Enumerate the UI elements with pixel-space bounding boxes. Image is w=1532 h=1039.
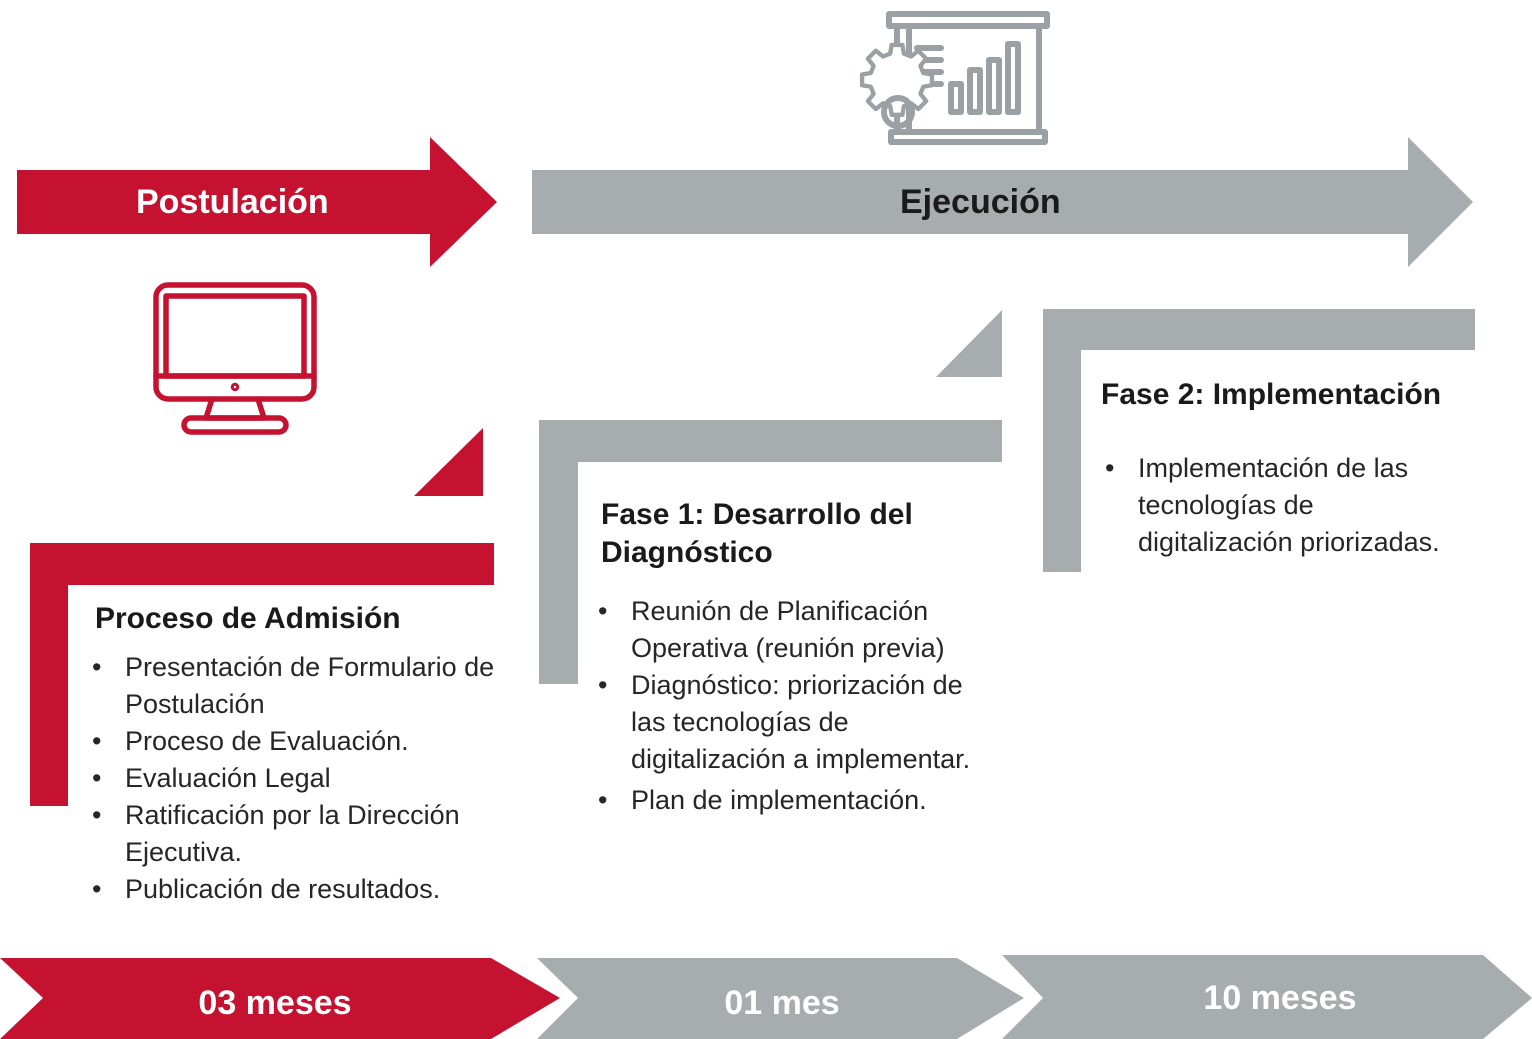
admision-title: Proceso de Admisión xyxy=(95,602,401,635)
list-item: Implementación de las tecnologías de dig… xyxy=(1103,450,1468,561)
list-item: Proceso de Evaluación. xyxy=(90,723,500,760)
admision-triangle xyxy=(414,428,483,496)
fase1-title: Fase 1: Desarrollo del Diagnóstico xyxy=(601,496,913,572)
duration-label-2: 01 mes xyxy=(724,984,840,1022)
fase1-bracket xyxy=(539,420,1002,684)
duration-chevron-2 xyxy=(537,958,1024,1039)
fase1-list: Reunión de Planificación Operativa (reun… xyxy=(596,593,996,819)
fase1-triangle xyxy=(936,310,1002,377)
fase1-title-line2: Diagnóstico xyxy=(601,536,773,569)
duration-label-1: 03 meses xyxy=(198,984,352,1022)
fase2-bracket xyxy=(1043,309,1475,572)
list-item: Ratificación por la Dirección Ejecutiva. xyxy=(90,797,500,871)
computer-monitor-icon xyxy=(153,282,317,435)
list-item: Publicación de resultados. xyxy=(90,871,500,908)
presentation-board-gear-icon xyxy=(859,11,1050,145)
duration-chevron-1 xyxy=(0,958,560,1039)
postulacion-arrow-shape xyxy=(17,137,497,267)
phase-postulacion-label: Postulación xyxy=(136,183,329,221)
list-item: Presentación de Formulario de Postulació… xyxy=(90,649,500,723)
duration-chevron-3 xyxy=(1002,955,1532,1039)
fase2-title: Fase 2: Implementación xyxy=(1101,378,1442,411)
admision-bracket xyxy=(30,543,494,806)
list-item: Reunión de Planificación Operativa (reun… xyxy=(596,593,996,667)
list-item: Plan de implementación. xyxy=(596,782,996,819)
ejecucion-arrow-shape xyxy=(532,137,1473,267)
fase2-list: Implementación de las tecnologías de dig… xyxy=(1103,450,1503,561)
phase-ejecucion-label: Ejecución xyxy=(900,183,1061,221)
duration-label-3: 10 meses xyxy=(1203,979,1357,1017)
list-item: Diagnóstico: priorización de las tecnolo… xyxy=(596,667,971,778)
list-item: Evaluación Legal xyxy=(90,760,500,797)
admision-list: Presentación de Formulario de Postulació… xyxy=(90,649,500,908)
fase1-title-line1: Fase 1: Desarrollo del xyxy=(601,498,913,531)
